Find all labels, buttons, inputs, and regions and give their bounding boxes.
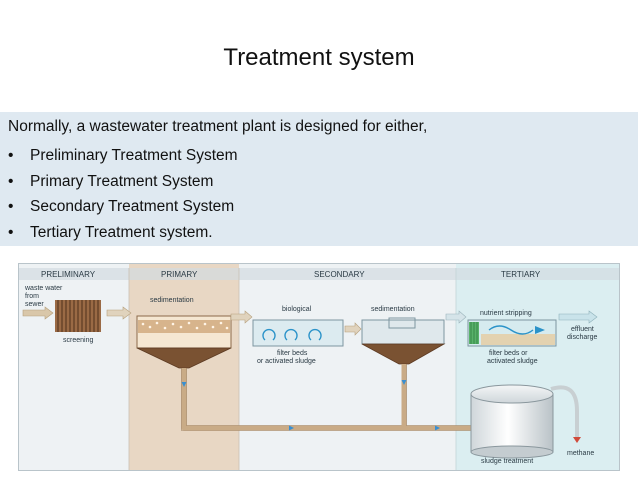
effluent-arrow-icon [558, 310, 598, 324]
bullet-text: Preliminary Treatment System [30, 147, 238, 164]
preliminary-zone [19, 264, 129, 470]
nutrient-stripping-label: nutrient stripping [480, 310, 532, 317]
flow-arrow-icon [230, 310, 253, 324]
bullet-text: Tertiary Treatment system. [30, 223, 213, 241]
bullet-text: Secondary Treatment System [30, 198, 235, 215]
process-diagram-svg: PRELIMINARY PRIMARY SECONDARY TERTIARY w… [19, 264, 619, 470]
bullet-symbol: • [8, 223, 14, 241]
secondary-sedimentation-label: sedimentation [371, 306, 415, 313]
stage-label-secondary: SECONDARY [314, 270, 365, 279]
methane-label: methane [567, 450, 594, 457]
sludge-treatment-tank-icon [470, 384, 554, 459]
bullet-list: • Preliminary Treatment System • Primary T… [8, 143, 238, 245]
screening-label: screening [63, 337, 93, 344]
treatment-process-diagram: PRELIMINARY PRIMARY SECONDARY TERTIARY w… [18, 263, 620, 471]
slide-title: Treatment system [223, 44, 415, 71]
bullet-text: Primary Treatment System [30, 172, 214, 190]
sludge-pipe [181, 364, 471, 431]
sludge-treatment-label: sludge treatment [481, 458, 533, 465]
nutrient-stripping-tank-icon [467, 319, 557, 347]
bullet-symbol: • [8, 147, 14, 164]
primary-sedimentation-tank-icon [136, 315, 232, 369]
filter-beds-tertiary-label: activated sludge [487, 358, 538, 365]
secondary-sedimentation-tank-icon [361, 317, 446, 365]
stage-label-preliminary: PRELIMINARY [41, 270, 96, 279]
waste-water-label: sewer [25, 301, 44, 308]
bullet-item: • Preliminary Treatment System [8, 143, 238, 169]
bullet-item: • Tertiary Treatment system. [8, 220, 238, 246]
waste-water-label: waste water [24, 285, 63, 292]
filter-beds-label: or activated sludge [257, 358, 316, 365]
screening-bars-icon [55, 300, 101, 332]
filter-beds-label: filter beds [277, 350, 308, 357]
methane-arrow-icon [573, 437, 581, 443]
filter-beds-tertiary-label: filter beds or [489, 350, 528, 357]
flow-arrow-icon [106, 306, 132, 320]
bullet-item: • Secondary Treatment System [8, 194, 238, 220]
bullet-symbol: • [8, 198, 14, 215]
sludge-pipe-outline [181, 364, 471, 431]
stage-label-primary: PRIMARY [161, 270, 198, 279]
flow-arrow-icon [445, 310, 467, 324]
effluent-label: effluent [571, 326, 594, 333]
flow-arrow-icon [344, 322, 362, 336]
intro-text: Normally, a wastewater treatment plant i… [8, 118, 428, 135]
stage-header-bar [19, 268, 619, 280]
inflow-arrow-icon [22, 306, 54, 320]
biological-filter-tank-icon [252, 319, 344, 347]
effluent-label: discharge [567, 334, 597, 341]
flow-direction-arrow-icon [181, 380, 440, 431]
secondary-zone [239, 264, 456, 470]
primary-sedimentation-label: sedimentation [150, 297, 194, 304]
waste-water-label: from [25, 293, 39, 300]
text-panel: Normally, a wastewater treatment plant i… [0, 112, 638, 246]
methane-pipe [550, 385, 579, 437]
stage-label-tertiary: TERTIARY [501, 270, 541, 279]
bullet-item: • Primary Treatment System [8, 169, 238, 195]
biological-label: biological [282, 306, 312, 313]
bullet-symbol: • [8, 172, 14, 190]
